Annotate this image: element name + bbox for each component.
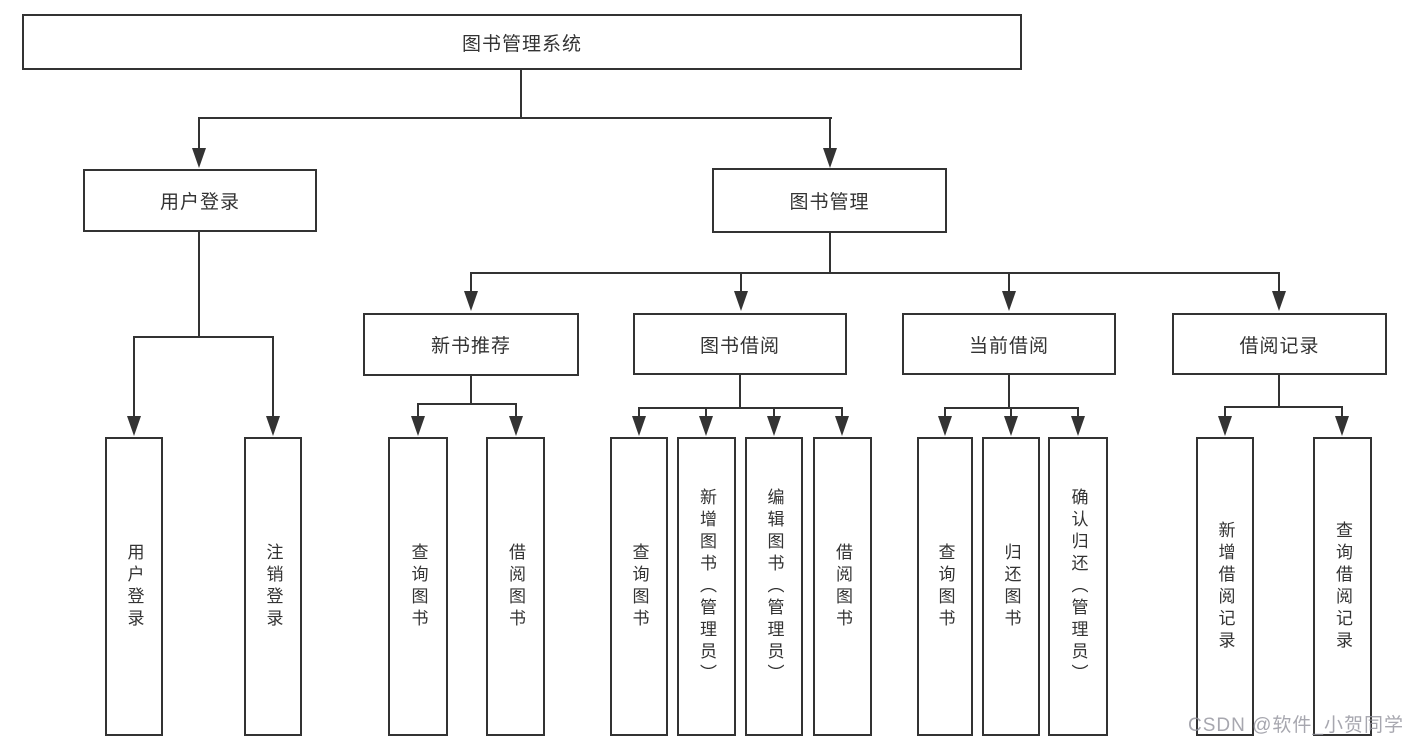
node-leaf-add-borrow-record: 新增借阅记录 [1196, 437, 1254, 736]
node-leaf-user-login: 用户登录 [105, 437, 163, 736]
node-current-borrow: 当前借阅 [902, 313, 1116, 375]
node-leaf-edit-book-admin: 编辑图书（管理员） [745, 437, 803, 736]
node-leaf-borrow-book-1: 借阅图书 [486, 437, 545, 736]
leaf-label: 查询图书 [629, 542, 649, 631]
leaf-label: 查询借阅记录 [1333, 520, 1352, 653]
leaf-label: 借阅图书 [506, 542, 525, 631]
arrow-down [632, 407, 646, 436]
node-new-book-recommend: 新书推荐 [363, 313, 579, 376]
arrow-down [734, 272, 748, 311]
node-leaf-query-book-2: 查询图书 [610, 437, 668, 736]
connector-line [739, 375, 741, 408]
connector-line [829, 233, 831, 273]
leaf-label: 查询图书 [935, 542, 955, 631]
connector-line [470, 376, 472, 404]
arrow-down [266, 336, 280, 436]
leaf-label: 新增图书（管理员） [697, 487, 716, 686]
node-leaf-add-book-admin: 新增图书（管理员） [677, 437, 736, 736]
connector-line [1008, 375, 1010, 408]
leaf-label: 新增借阅记录 [1215, 520, 1235, 653]
leaf-label: 注销登录 [263, 542, 283, 631]
leaf-label: 用户登录 [124, 542, 144, 631]
arrow-down [767, 407, 781, 436]
node-leaf-query-book-3: 查询图书 [917, 437, 973, 736]
csdn-watermark: CSDN @软件_小贺同学 [1188, 715, 1404, 736]
node-leaf-logout: 注销登录 [244, 437, 302, 736]
arrow-down [1218, 406, 1232, 436]
connector-line [417, 403, 517, 405]
connector-line [198, 231, 200, 337]
connector-line [638, 407, 843, 409]
arrow-down [192, 117, 206, 168]
arrow-down [509, 403, 523, 436]
arrow-down [1004, 407, 1018, 436]
node-leaf-query-book-1: 查询图书 [388, 437, 448, 736]
arrow-down [699, 407, 713, 436]
node-leaf-query-borrow-record: 查询借阅记录 [1313, 437, 1372, 736]
leaf-label: 借阅图书 [833, 542, 852, 631]
arrow-down [1272, 272, 1286, 311]
connector-line [1224, 406, 1343, 408]
leaf-label: 查询图书 [408, 542, 428, 631]
node-book-management: 图书管理 [712, 168, 947, 233]
node-book-borrow: 图书借阅 [633, 313, 847, 375]
arrow-down [938, 407, 952, 436]
arrow-down [823, 117, 837, 168]
connector-line [1278, 375, 1280, 407]
node-leaf-borrow-book-2: 借阅图书 [813, 437, 872, 736]
connector-line [134, 336, 274, 338]
leaf-label: 归还图书 [1001, 542, 1021, 631]
arrow-down [835, 407, 849, 436]
arrow-down [127, 336, 141, 436]
arrow-down [1071, 407, 1085, 436]
connector-line [198, 117, 832, 119]
node-leaf-return-book: 归还图书 [982, 437, 1040, 736]
connector-line [471, 272, 1280, 274]
node-root: 图书管理系统 [22, 14, 1022, 70]
arrow-down [1002, 272, 1016, 311]
node-leaf-confirm-return-admin: 确认归还（管理员） [1048, 437, 1108, 736]
leaf-label: 编辑图书（管理员） [764, 487, 784, 686]
arrow-down [464, 272, 478, 311]
leaf-label: 确认归还（管理员） [1068, 487, 1088, 686]
connector-line [520, 70, 522, 118]
arrow-down [411, 403, 425, 436]
node-user-login: 用户登录 [83, 169, 317, 232]
arrow-down [1335, 406, 1349, 436]
node-borrow-record: 借阅记录 [1172, 313, 1387, 375]
